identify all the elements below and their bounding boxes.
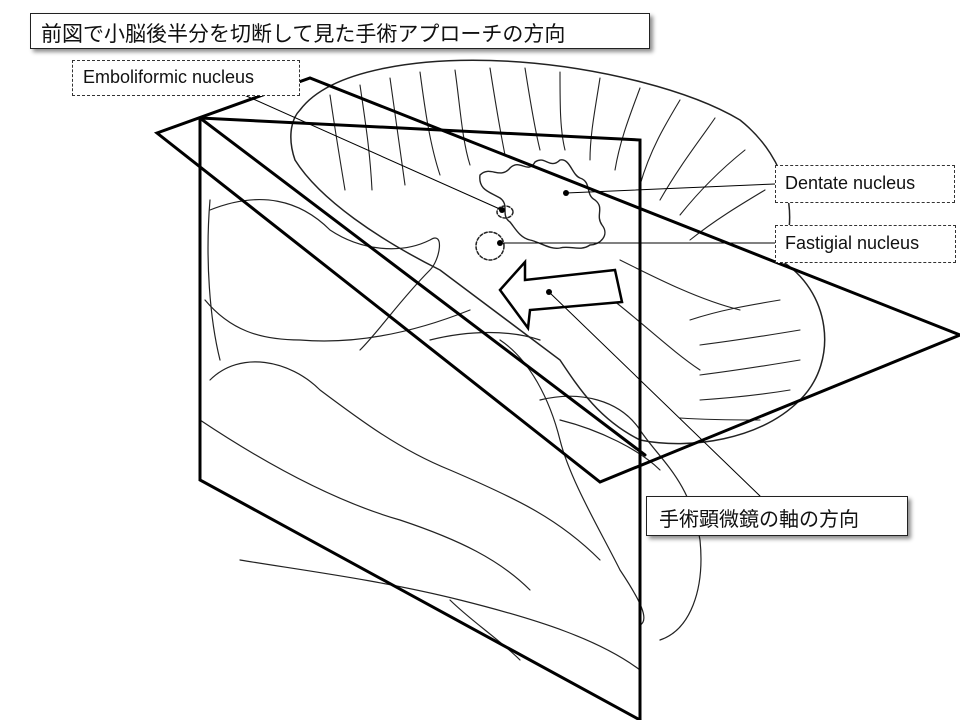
fastigial-nucleus [475, 231, 505, 261]
emboliform-nucleus [496, 205, 514, 219]
label-dentate-nucleus: Dentate nucleus [775, 165, 955, 203]
brainstem-lines [199, 199, 702, 671]
horizontal-plane [153, 76, 960, 484]
dentate-nucleus [479, 159, 606, 250]
leader-lines [241, 93, 776, 497]
label-emboliform-nucleus: Emboliformic nucleus [72, 60, 300, 96]
slide-title: 前図で小脳後半分を切断して見た手術アプローチの方向 [30, 13, 650, 49]
cutting-planes [153, 76, 960, 720]
cerebellum-outline [290, 59, 826, 445]
vertical-plane-diagonal [198, 116, 647, 457]
approach-arrow [498, 258, 624, 332]
label-fastigial-nucleus: Fastigial nucleus [775, 225, 956, 263]
label-microscope-axis: 手術顕微鏡の軸の方向 [646, 496, 908, 536]
vertical-plane [198, 116, 642, 720]
